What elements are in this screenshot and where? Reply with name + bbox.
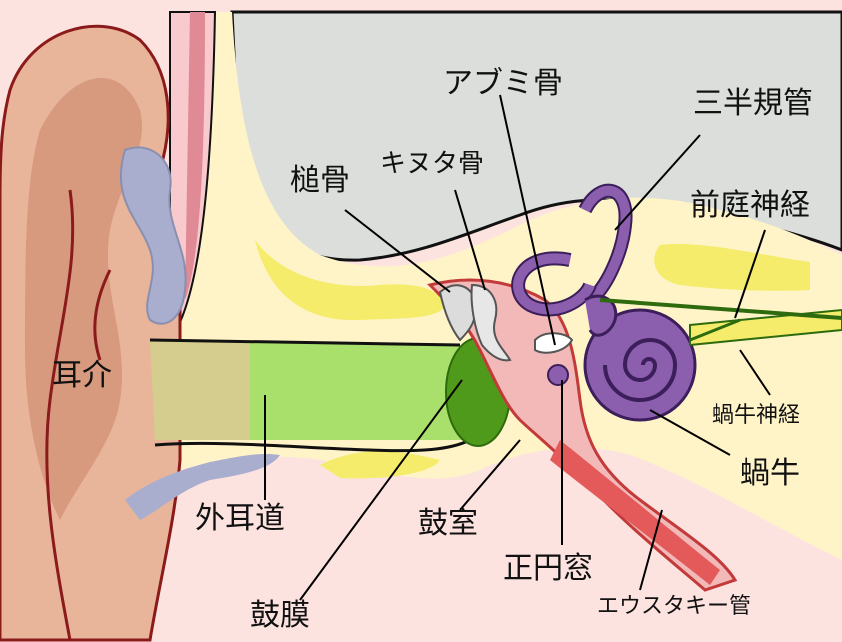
label-stapes: アブミ骨 [443,66,563,101]
label-malleus: 槌骨 [290,163,350,198]
label-cochlea: 蝸牛 [740,456,800,491]
label-incus: キヌタ骨 [380,149,484,179]
label-external-auditory-canal: 外耳道 [195,501,285,536]
label-round-window: 正円窓 [503,551,593,586]
label-eardrum: 鼓膜 [250,598,310,633]
label-eustachian-tube: エウスタキー管 [597,594,751,619]
label-tympanic-cavity: 鼓室 [418,506,478,541]
label-vestibular-nerve: 前庭神経 [690,188,810,223]
label-semicircular-canals: 三半規管 [693,86,813,121]
canal-entrance-shade [150,340,250,440]
round-window-circle [548,365,568,385]
label-cochlear-nerve: 蝸牛神経 [712,403,800,428]
label-auricle: 耳介 [52,358,112,393]
